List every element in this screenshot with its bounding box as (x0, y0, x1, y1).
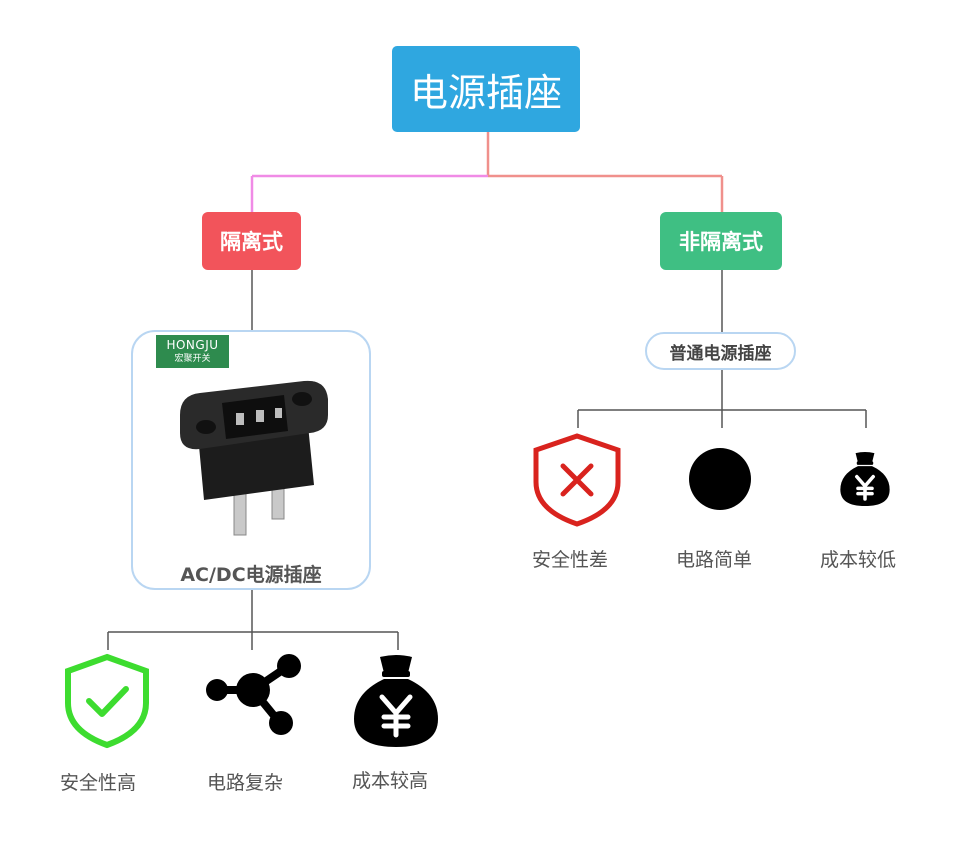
shield-check-icon (65, 653, 149, 749)
feature-label-circuit-complex: 电路复杂 (206, 772, 283, 794)
brand-logo: HONGJU 宏聚开关 (156, 335, 229, 368)
brand-name: HONGJU (166, 338, 219, 352)
brand-sub: 宏聚开关 (174, 354, 211, 364)
money-bag-icon (840, 452, 890, 506)
circle-icon (689, 448, 751, 510)
feature-label-cost-low: 成本较低 (819, 549, 896, 571)
feature-label-safety-poor: 安全性差 (531, 549, 608, 571)
feature-label-circuit-simple: 电路简单 (675, 549, 752, 571)
normal-socket-pill: 普通电源插座 (645, 332, 796, 370)
shield-x-icon (533, 433, 621, 527)
isolated-tag: 隔离式 (202, 212, 301, 270)
feature-label-cost-high: 成本较高 (351, 770, 428, 792)
product-card (131, 330, 371, 590)
feature-label-safety-high: 安全性高 (59, 772, 136, 794)
money-bag-icon (354, 655, 438, 747)
non-isolated-tag: 非隔离式 (660, 212, 782, 270)
product-label: AC/DC电源插座 (180, 564, 322, 586)
network-nodes-icon (206, 654, 301, 735)
root-node: 电源插座 (392, 46, 580, 132)
power-socket-image (180, 380, 328, 536)
